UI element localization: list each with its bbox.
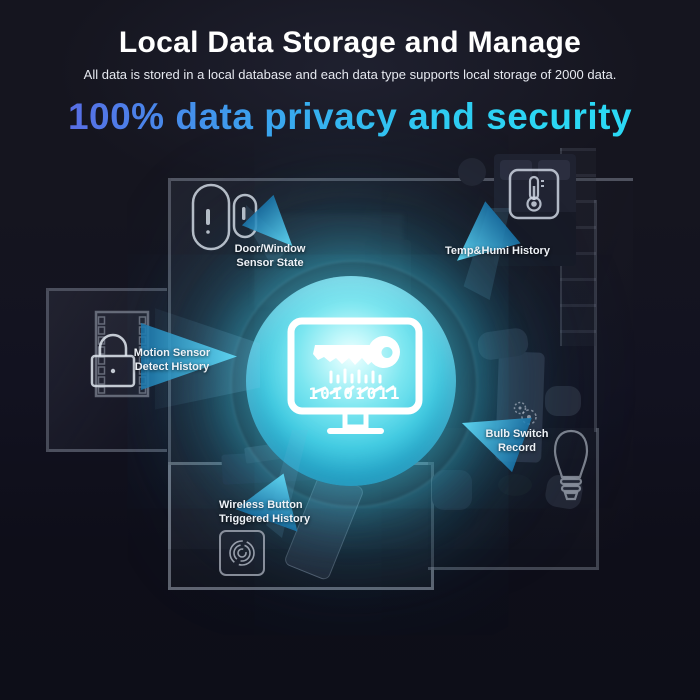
- privacy-sphere: [246, 276, 456, 486]
- floor-pot: [498, 474, 532, 496]
- wall-panel-back: [168, 178, 633, 549]
- side-unit: [365, 240, 411, 302]
- arrow-temp-to-center-icon: [439, 201, 520, 282]
- label-motion-sensor: Motion Sensor Detect History: [117, 347, 227, 374]
- stool: [458, 158, 486, 186]
- label-door-window: Door/Window Sensor State: [215, 243, 325, 270]
- pillow: [538, 160, 570, 180]
- page-title: Local Data Storage and Manage: [118, 26, 582, 59]
- label-line: Triggered History: [219, 512, 311, 525]
- fingerprint-icon: [219, 530, 265, 576]
- chair: [543, 473, 585, 511]
- label-line: Wireless Button: [219, 499, 303, 511]
- wall-panel-bottom-room: [168, 462, 434, 590]
- label-line: Door/Window: [234, 243, 306, 255]
- binary-code-text: 10101011: [308, 384, 402, 403]
- label-bulb-switch: Bulb Switch Record: [462, 428, 572, 455]
- door-window-sensor-icon: [191, 183, 258, 251]
- label-line: Detect History: [134, 360, 210, 373]
- label-temp-humi: Temp&Humi History: [440, 245, 555, 259]
- label-line: Temp&Humi History: [445, 245, 550, 257]
- label-line: Sensor State: [236, 256, 304, 269]
- laptop: [244, 442, 286, 464]
- shelf-cabinet: [560, 148, 596, 346]
- label-line: Record: [498, 441, 536, 454]
- headline-gradient-text: 100% data privacy and security: [0, 96, 700, 138]
- monitor-key-icon: [287, 317, 423, 434]
- label-wireless-button: Wireless Button Triggered History: [219, 499, 349, 526]
- label-line: Motion Sensor: [133, 347, 211, 359]
- wall-edge-right: [594, 200, 597, 432]
- sphere-halo-ring: [230, 260, 478, 508]
- thermometer-icon: [508, 168, 560, 220]
- desk: [221, 449, 328, 485]
- chair: [545, 386, 581, 416]
- pillow: [500, 160, 532, 180]
- chair: [476, 326, 530, 362]
- page-subtitle: All data is stored in a local database a…: [83, 67, 617, 82]
- label-line: Bulb Switch: [485, 428, 549, 440]
- chair: [432, 470, 472, 510]
